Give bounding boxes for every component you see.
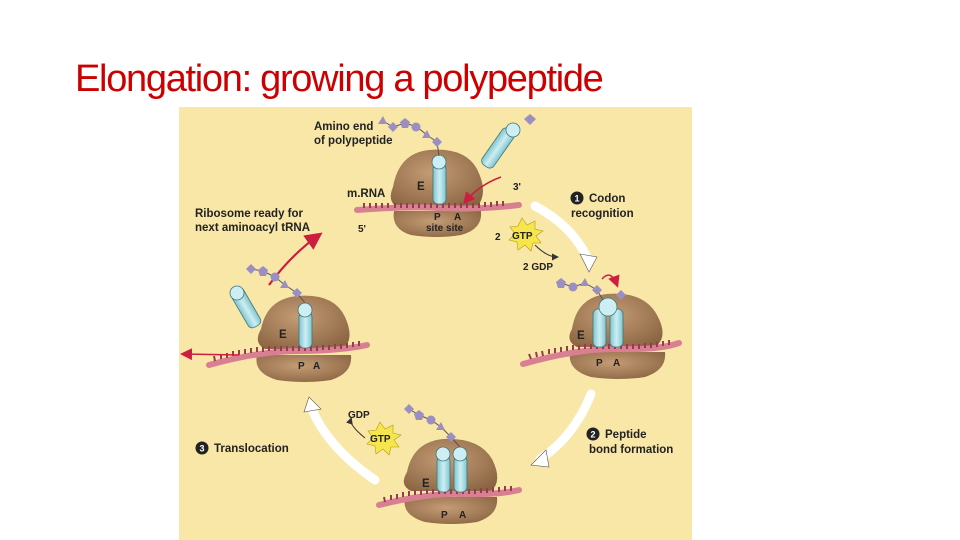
ribosome-top xyxy=(354,114,536,237)
amino-acid xyxy=(426,415,436,425)
cycle-arrow-codon-recognition-head xyxy=(579,253,598,273)
red-arrow-peptide-transfer xyxy=(601,274,620,288)
mrna-right xyxy=(520,340,682,367)
trna-left-p-site-head xyxy=(297,302,313,318)
gdp-arrow-codon xyxy=(534,244,559,261)
trna-bottom-head-a xyxy=(452,446,468,462)
amino-acid xyxy=(568,282,578,292)
label-five-prime: 5' xyxy=(358,224,366,235)
label-p-site-bottom: P xyxy=(441,510,448,521)
slide-title: Elongation: growing a polypeptide xyxy=(75,58,604,100)
mrna-bottom xyxy=(376,487,522,508)
amino-acid xyxy=(414,410,424,420)
trna-bottom-p-site xyxy=(436,455,451,493)
label-p-site-top: P xyxy=(434,212,441,223)
label-gdp: GDP xyxy=(348,410,370,421)
mrna-top xyxy=(354,202,522,213)
label-ribosome-ready-1: Ribosome ready for xyxy=(195,208,304,220)
amino-acid xyxy=(270,272,280,282)
trna-left-exiting-head xyxy=(229,285,245,301)
cycle-arrow-peptide-bond xyxy=(535,389,596,464)
ribosome-bottom-large-subunit xyxy=(403,438,498,491)
label-gtp-translocation: GTP xyxy=(370,434,391,445)
amino-acid xyxy=(246,264,256,274)
label-p-site-right: P xyxy=(596,358,603,369)
label-mrna: m.RNA xyxy=(347,188,385,200)
trna-right-heads xyxy=(598,297,618,317)
step-badge-2 xyxy=(586,427,600,441)
step-2-line-2: bond formation xyxy=(589,444,673,456)
mrna-left-exit-arrow xyxy=(180,348,240,361)
amino-acid xyxy=(280,280,289,288)
label-e-site-left: E xyxy=(279,329,287,341)
amino-acid xyxy=(378,116,387,124)
gtp-burst-translocation xyxy=(366,421,402,456)
amino-acid xyxy=(404,404,414,414)
step-2-line-1: Peptide xyxy=(605,429,647,441)
trna-top-p-site xyxy=(432,163,447,205)
amino-acid xyxy=(524,114,536,125)
label-a-site-bottom: A xyxy=(459,510,466,521)
cycle-arrow-peptide-bond-head xyxy=(530,449,550,468)
ribosome-top-small-subunit xyxy=(393,211,482,237)
ribosome-bottom xyxy=(376,404,522,524)
amino-acid xyxy=(400,118,410,128)
amino-acid xyxy=(432,137,442,147)
amino-acid xyxy=(446,432,456,442)
label-gtp-codon: GTP xyxy=(512,231,533,242)
ribosome-left xyxy=(180,264,370,382)
amino-acid xyxy=(422,130,431,138)
label-three-prime: 3' xyxy=(513,182,521,193)
figure-panel: Amino end of polypeptide m.RNA 3' 5' Rib… xyxy=(179,107,692,540)
trna-left-p-site xyxy=(298,311,313,349)
label-ribosome-ready-2: next aminoacyl tRNA xyxy=(195,222,310,234)
label-two-gdp: 2 GDP xyxy=(523,262,553,273)
amino-acid xyxy=(411,122,421,132)
label-amino-end: Amino end xyxy=(314,121,373,133)
label-e-site-bottom: E xyxy=(422,478,430,490)
label-two: 2 xyxy=(495,232,501,243)
ribosome-right xyxy=(520,274,682,379)
step-number-2: 2 xyxy=(591,430,596,440)
trna-incoming-head xyxy=(505,122,521,138)
amino-acid xyxy=(580,278,589,286)
trna-bottom-head-p xyxy=(435,446,451,462)
trna-bottom-a-site xyxy=(453,455,468,493)
gdp-arrow-translocation xyxy=(346,417,366,439)
label-e-site-top: E xyxy=(417,181,425,193)
label-a-site-top: A xyxy=(454,212,461,223)
step-1-line-2: recognition xyxy=(571,208,634,220)
trna-top-p-site-head xyxy=(431,154,447,170)
amino-acid xyxy=(292,288,302,298)
label-e-site-right: E xyxy=(577,330,585,342)
step-number-3: 3 xyxy=(200,444,205,454)
red-arrow-entry xyxy=(463,176,502,205)
elongation-diagram: Amino end of polypeptide m.RNA 3' 5' Rib… xyxy=(180,114,682,524)
amino-acid xyxy=(436,422,445,430)
step-number-1: 1 xyxy=(575,194,580,204)
label-a-site-left: A xyxy=(313,361,320,372)
step-3-line-1: Translocation xyxy=(214,443,289,455)
ribosome-bottom-small-subunit xyxy=(404,497,498,524)
mrna-top-codons xyxy=(363,201,504,208)
amino-acid xyxy=(592,285,602,295)
ribosome-left-small-subunit xyxy=(256,355,352,382)
label-of-polypeptide: of polypeptide xyxy=(314,135,393,147)
label-site-site: site site xyxy=(426,223,464,234)
label-p-site-left: P xyxy=(298,361,305,372)
step-badge-3 xyxy=(195,441,209,455)
amino-acid xyxy=(258,266,268,276)
ribosome-right-small-subunit xyxy=(569,352,666,379)
amino-acid xyxy=(616,290,626,300)
cycle-arrow-translocation-head xyxy=(303,396,322,413)
amino-acid xyxy=(556,278,566,288)
label-a-site-right: A xyxy=(613,358,620,369)
step-1-line-1: Codon xyxy=(589,193,625,205)
gtp-burst-codon xyxy=(508,217,544,252)
step-badge-1 xyxy=(570,191,584,205)
cycle-arrow-translocation xyxy=(306,402,380,485)
mrna-right-codons xyxy=(528,340,670,360)
amino-acid xyxy=(388,122,398,132)
cycle-arrow-codon-recognition xyxy=(530,201,592,262)
